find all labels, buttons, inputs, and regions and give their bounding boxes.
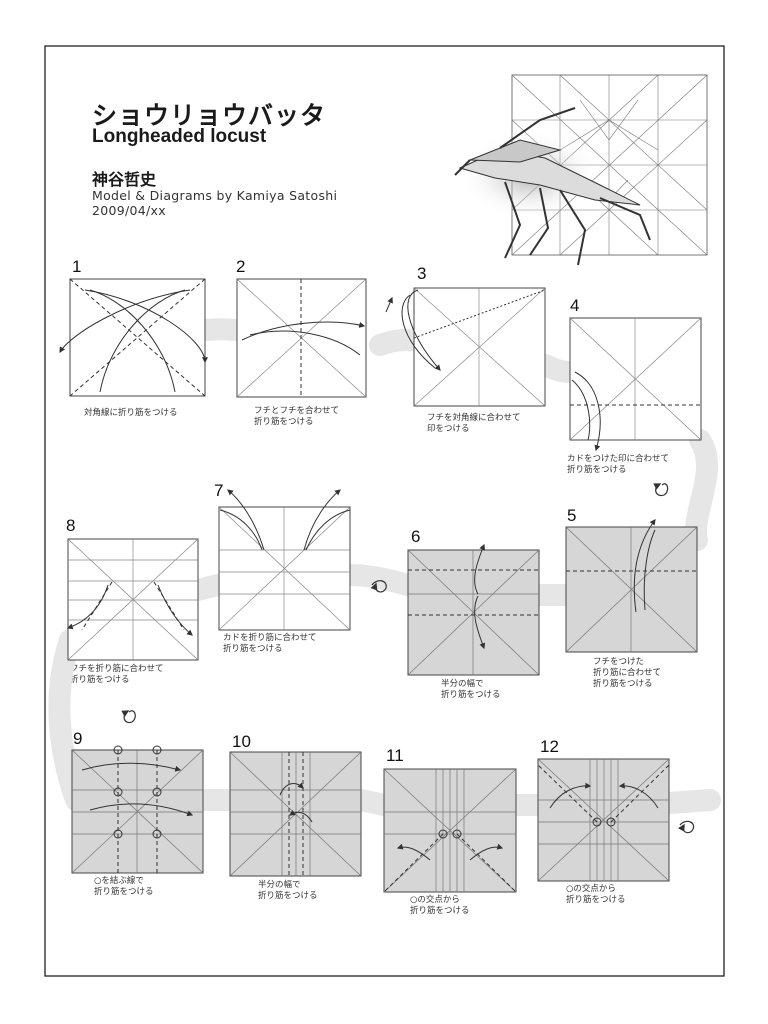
- step-diagram-1: [60, 279, 205, 396]
- step-diagram-2: [237, 279, 366, 397]
- step-diagram-5: [566, 520, 697, 652]
- step-diagram-10: [230, 752, 361, 876]
- step-diagram-4: [570, 318, 701, 450]
- step-diagram-9: [72, 746, 203, 873]
- step-diagram-6: [408, 545, 539, 675]
- step-diagram-7: [219, 490, 350, 630]
- step-diagram-8: [68, 539, 198, 660]
- step-diagram-11: [384, 769, 516, 892]
- step-diagram-12: [538, 759, 669, 881]
- finished-model-illustration: [455, 75, 707, 265]
